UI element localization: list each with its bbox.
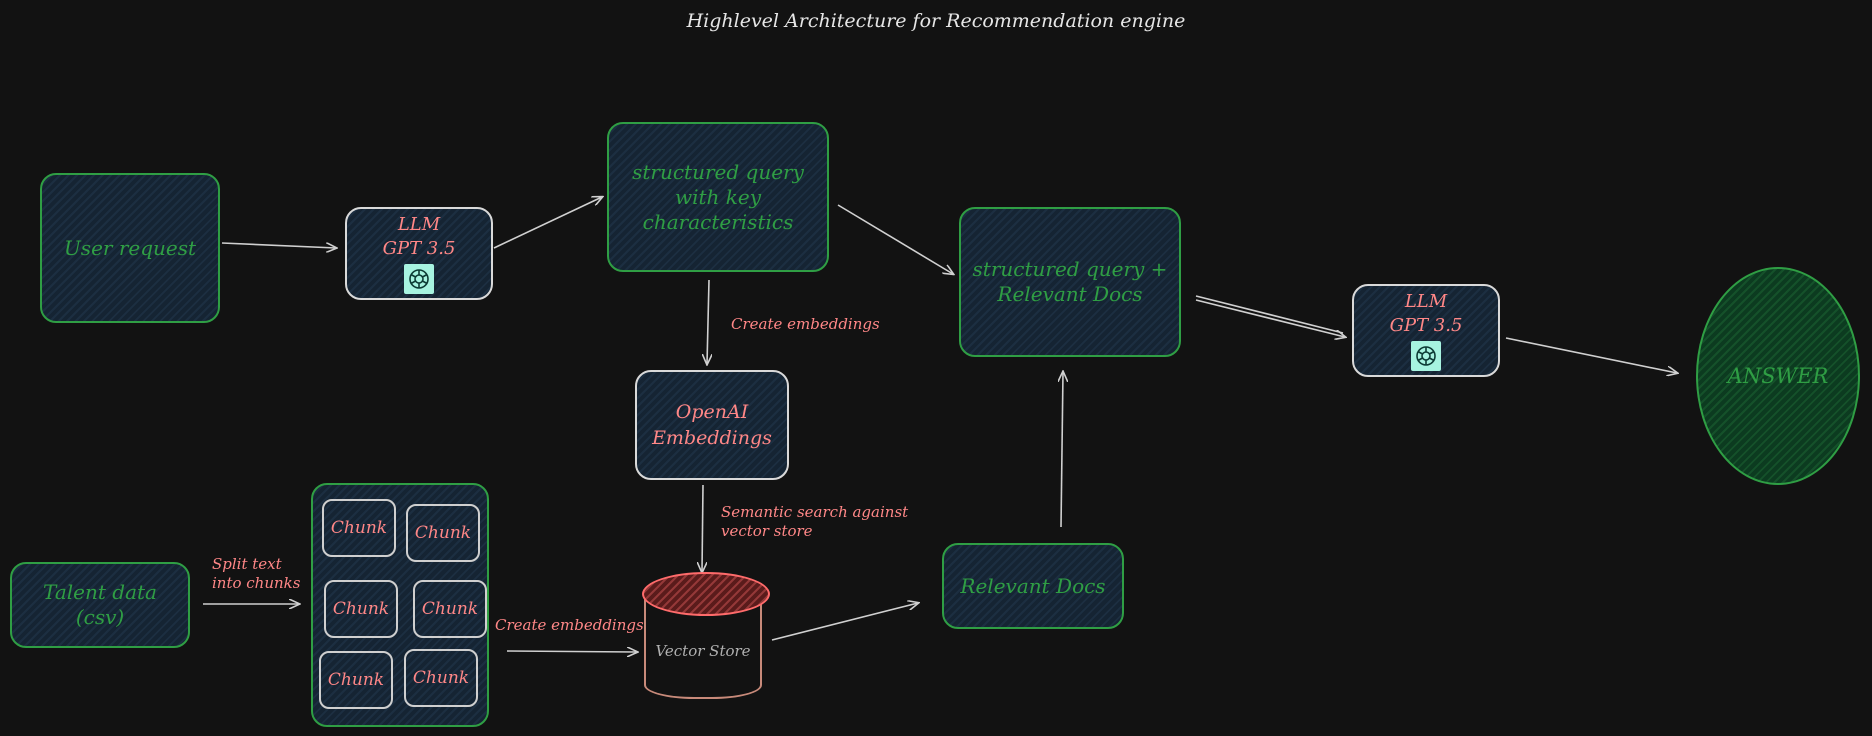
chunk-label: Chunk xyxy=(421,599,479,619)
create-embeddings-label-2: Create embeddings xyxy=(495,616,644,634)
arrow-query-docs-to-llm2 xyxy=(1195,299,1345,337)
split-text-label: Split text into chunks xyxy=(212,555,300,593)
chunk-label: Chunk xyxy=(330,518,388,538)
talent-data-line-2: (csv) xyxy=(75,605,125,629)
arrow-embeddings-to-vector-store xyxy=(702,484,703,572)
arrow-query-to-embeddings xyxy=(707,279,709,364)
diagram-title: Highlevel Architecture for Recommendatio… xyxy=(686,10,1186,32)
relevant-docs-node[interactable]: Relevant Docs xyxy=(942,543,1124,629)
chunk-5[interactable]: Chunk xyxy=(319,651,393,709)
llm-node-2[interactable]: LLM GPT 3.5 xyxy=(1352,284,1500,377)
chunk-label: Chunk xyxy=(414,523,472,543)
arrow-llm2-to-answer xyxy=(1505,337,1677,373)
create-embeddings-label-1: Create embeddings xyxy=(731,315,880,333)
structured-query-node[interactable]: structured query with key characteristic… xyxy=(607,122,829,272)
openai-logo-icon xyxy=(404,264,434,294)
user-request-node[interactable]: User request xyxy=(40,173,220,323)
relevant-docs-label: Relevant Docs xyxy=(960,573,1106,598)
structured-query-docs-line-1: structured query + xyxy=(972,257,1168,281)
llm-1-label: LLM xyxy=(397,214,441,235)
talent-data-node[interactable]: Talent data (csv) xyxy=(10,562,190,648)
arrow-llm-to-query xyxy=(493,197,602,249)
vector-store-node[interactable]: Vector Store xyxy=(644,596,762,699)
split-text-line-2: into chunks xyxy=(212,574,301,592)
chunk-1[interactable]: Chunk xyxy=(322,499,396,557)
chunk-6[interactable]: Chunk xyxy=(404,649,478,707)
chunk-label: Chunk xyxy=(332,599,390,619)
split-text-line-1: Split text xyxy=(212,555,282,573)
llm-2-label: LLM xyxy=(1404,291,1448,312)
vector-store-label: Vector Store xyxy=(655,641,751,660)
llm-2-model: GPT 3.5 xyxy=(1389,315,1463,336)
answer-label: ANSWER xyxy=(1727,364,1829,388)
arrow-user-to-llm xyxy=(221,242,336,248)
chunk-4[interactable]: Chunk xyxy=(413,580,487,638)
semantic-search-line-2: vector store xyxy=(721,522,813,540)
openai-embeddings-line-2: Embeddings xyxy=(652,427,772,449)
llm-1-model: GPT 3.5 xyxy=(382,238,456,259)
structured-query-line-3: characteristics xyxy=(642,209,794,234)
chunk-2[interactable]: Chunk xyxy=(406,504,480,562)
arrow-relevant-docs-to-query-docs xyxy=(1061,372,1063,528)
chunk-label: Chunk xyxy=(412,668,470,688)
structured-query-docs-node[interactable]: structured query + Relevant Docs xyxy=(959,207,1181,357)
structured-query-docs-line-2: Relevant Docs xyxy=(997,282,1143,306)
arrow-chunks-to-vector-store xyxy=(506,651,637,652)
arrow-vector-store-to-relevant-docs xyxy=(771,603,918,641)
openai-logo-icon xyxy=(1411,341,1441,371)
openai-embeddings-line-1: OpenAI xyxy=(675,401,749,423)
semantic-search-label: Semantic search against vector store xyxy=(721,503,908,541)
llm-node-1[interactable]: LLM GPT 3.5 xyxy=(345,207,493,300)
chunk-label: Chunk xyxy=(327,670,385,690)
answer-node[interactable]: ANSWER xyxy=(1696,267,1860,485)
user-request-label: User request xyxy=(63,235,197,260)
chunk-3[interactable]: Chunk xyxy=(324,580,398,638)
vector-store-top xyxy=(642,572,770,616)
arrow-query-to-query-docs xyxy=(837,204,953,274)
openai-embeddings-node[interactable]: OpenAI Embeddings xyxy=(635,370,789,480)
structured-query-line-1: structured query xyxy=(632,159,804,184)
structured-query-line-2: with key xyxy=(674,184,762,209)
semantic-search-line-1: Semantic search against xyxy=(721,503,909,521)
talent-data-line-1: Talent data xyxy=(43,580,157,604)
